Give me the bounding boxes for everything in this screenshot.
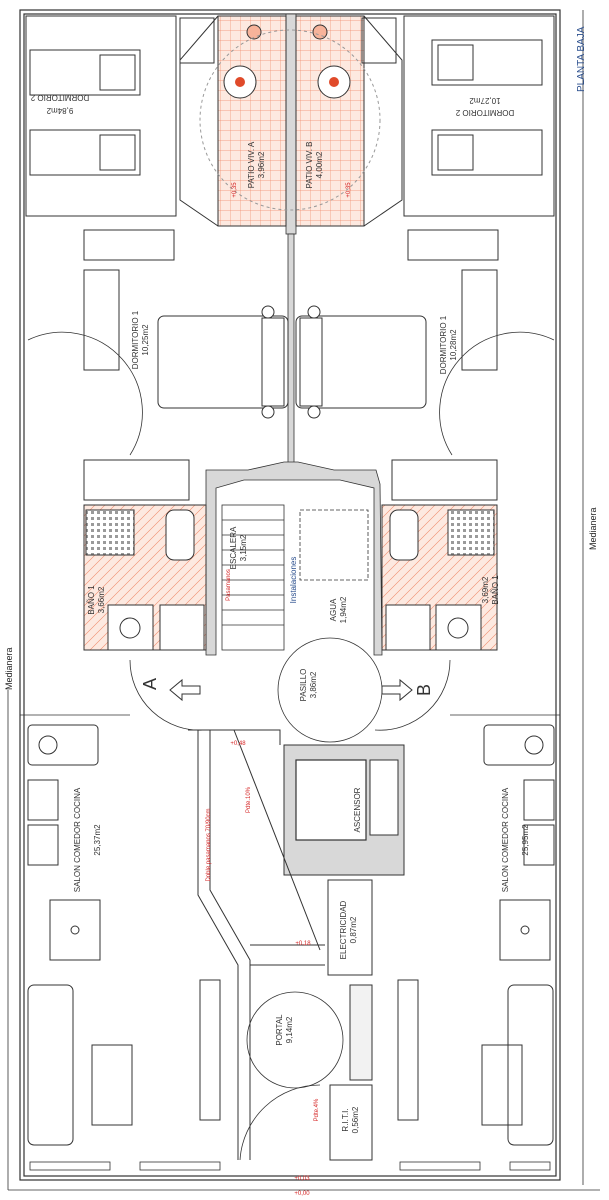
facade-windows <box>29 1161 551 1171</box>
portal-door-swing <box>239 1084 321 1161</box>
unit-a-letter: A <box>140 678 160 690</box>
party-wall-left: Medianera <box>4 647 14 690</box>
stair-name: ESCALERA <box>229 526 238 569</box>
dorm2-a-name: DORMITORIO 2 <box>30 93 89 102</box>
unit-doors <box>20 659 560 731</box>
hall-name: PASILLO <box>299 669 308 702</box>
unit-arrow-b <box>381 678 413 702</box>
hall-area: 3,86m2 <box>309 671 318 698</box>
portal-turning-circle <box>246 991 344 1089</box>
living-b <box>397 724 555 1146</box>
bath-b <box>381 504 498 651</box>
bath-a-area: 3,66m2 <box>97 586 106 613</box>
level-patio-a: +0,35 <box>232 182 238 198</box>
dorm2-b <box>361 15 555 217</box>
patio-turning-circle <box>199 29 381 211</box>
installations-label: Instalaciones <box>289 557 298 604</box>
stair-flight <box>221 504 369 651</box>
ramp-slope: Pdte.10% <box>246 786 252 813</box>
portal-name: PORTAL <box>275 1014 284 1046</box>
riti-area: 0,56m2 <box>351 1106 360 1133</box>
entry-slope: Pdte.4% <box>314 1098 320 1121</box>
level-hall: +0,48 <box>230 741 246 747</box>
portal-area: 9,14m2 <box>285 1016 294 1043</box>
patio-b-area: 4,00m2 <box>315 151 324 178</box>
lift <box>283 744 405 876</box>
level-patio-b: +0,35 <box>346 182 352 198</box>
living-a-name: SALON COMEDOR COCINA <box>73 787 82 892</box>
patio-a-area: 3,96m2 <box>257 151 266 178</box>
service-rooms <box>327 879 373 1161</box>
door-swings-dorm1 <box>27 331 555 456</box>
level-entry: +0,03 <box>294 1176 310 1182</box>
patio-a-name: PATIO VIV. A <box>247 141 256 188</box>
dorm2-a <box>25 15 215 217</box>
stair-core <box>205 461 383 656</box>
living-a-area: 25,37m2 <box>93 824 102 856</box>
elec-area: 0,87m2 <box>349 916 358 943</box>
elec-name: ELECTRICIDAD <box>339 900 348 959</box>
dorm2-b-area: 10,27m2 <box>469 96 501 105</box>
bath-b-area: 3,69m2 <box>481 576 490 603</box>
handrail-note: Doble pasamanos 70/90cm <box>206 808 212 881</box>
patio-b <box>295 15 403 227</box>
dorm1-a-area: 10,25m2 <box>141 324 150 356</box>
stair-area: 3,15m2 <box>239 534 248 561</box>
water-area: 1,94m2 <box>339 596 348 623</box>
bath-b-name: BAÑO 1 <box>491 575 500 605</box>
bath-a <box>83 504 207 651</box>
patio-a <box>179 15 287 227</box>
dorm2-a-area: 9,84m2 <box>46 106 73 115</box>
living-b-name: SALON COMEDOR COCINA <box>501 787 510 892</box>
riti-name: R.I.T.I. <box>341 1108 350 1131</box>
unit-arrow-a <box>169 678 201 702</box>
wardrobes <box>83 229 499 501</box>
dorm1-b-area: 10,28m2 <box>449 329 458 361</box>
living-a <box>27 724 221 1146</box>
living-b-area: 25,95m2 <box>521 824 530 856</box>
level-street: +0,00 <box>294 1191 310 1197</box>
stair-note: Pasamanos <box>226 569 232 601</box>
water-name: AGUA <box>329 598 338 621</box>
hall-turning-circle <box>277 637 383 743</box>
dorm1-b-name: DORMITORIO 1 <box>439 315 448 374</box>
bath-a-name: BAÑO 1 <box>87 585 96 615</box>
ramp <box>188 729 325 1160</box>
party-wall-right: Medianera <box>588 507 598 550</box>
floor-title: PLANTA BAJA <box>576 26 587 92</box>
party-wall-lines <box>7 10 600 1191</box>
dorm2-b-name: DORMITORIO 2 <box>455 108 514 117</box>
beds-dorm1 <box>157 305 427 419</box>
lift-name: ASCENSOR <box>353 787 362 832</box>
patio-b-name: PATIO VIV. B <box>305 142 314 189</box>
level-portal-upper: +0,18 <box>295 941 311 947</box>
unit-b-letter: B <box>414 684 434 696</box>
dorm1-a-name: DORMITORIO 1 <box>131 310 140 369</box>
